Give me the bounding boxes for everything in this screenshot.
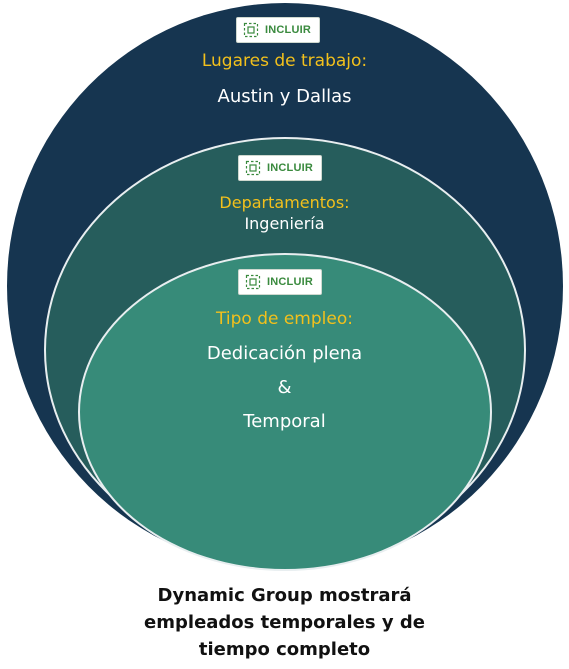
include-badge-employment-type[interactable]: INCLUIR	[238, 269, 323, 295]
include-badge-label: INCLUIR	[267, 276, 314, 288]
employment-type-value-2: Temporal	[243, 411, 326, 432]
include-badge-label: INCLUIR	[265, 24, 312, 36]
include-badge-locations[interactable]: INCLUIR	[236, 17, 321, 43]
employment-type-ampersand: &	[277, 377, 292, 398]
include-badge-departments[interactable]: INCLUIR	[238, 155, 323, 181]
departments-label: Departamentos:	[219, 193, 350, 212]
locations-value: Austin y Dallas	[217, 86, 352, 107]
employment-type-value-1: Dedicación plena	[206, 343, 363, 364]
include-icon	[245, 274, 261, 290]
inner-circle-employment-type	[78, 253, 492, 571]
caption-line: Dynamic Group mostrará	[157, 585, 412, 606]
include-icon	[245, 160, 261, 176]
locations-label: Lugares de trabajo:	[201, 51, 368, 71]
departments-value: Ingeniería	[244, 214, 325, 233]
summary-caption: Dynamic Group mostrará empleados tempora…	[0, 582, 569, 663]
include-icon	[243, 22, 259, 38]
include-badge-label: INCLUIR	[267, 162, 314, 174]
caption-line: empleados temporales y de	[144, 612, 425, 633]
employment-type-label: Tipo de empleo:	[216, 309, 353, 329]
caption-line: tiempo completo	[198, 639, 371, 660]
